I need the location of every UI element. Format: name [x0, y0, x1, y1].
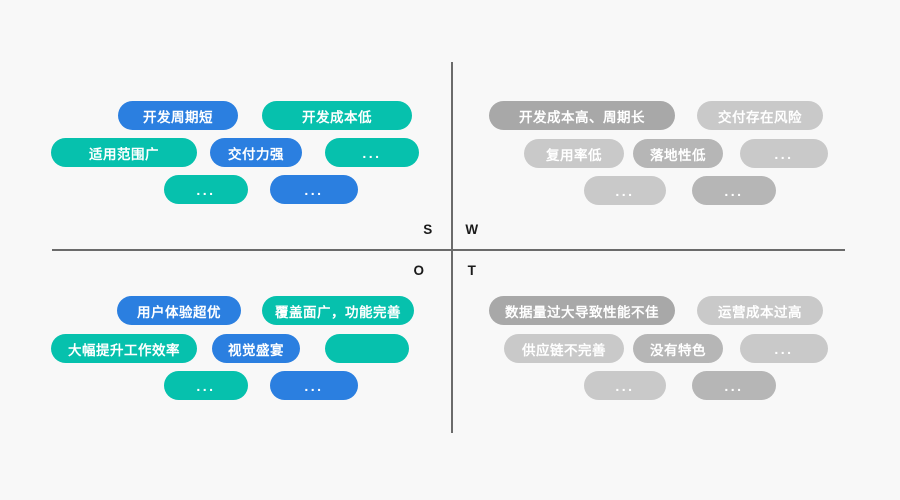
pill-weakness-7[interactable]: ... — [692, 176, 776, 205]
pill-weakness-5[interactable]: ... — [740, 139, 828, 168]
quadrant-letter-s: S — [423, 222, 433, 237]
pill-threat-7[interactable]: ... — [692, 371, 776, 400]
pill-strength-2[interactable]: 开发成本低 — [262, 101, 412, 130]
pill-weakness-6[interactable]: ... — [584, 176, 666, 205]
pill-opportunity-7[interactable]: ... — [270, 371, 358, 400]
axis-vertical-line — [451, 62, 453, 433]
pill-opportunity-2[interactable]: 覆盖面广，功能完善 — [262, 296, 414, 325]
pill-strength-5[interactable]: ... — [325, 138, 419, 167]
pill-opportunity-1[interactable]: 用户体验超优 — [117, 296, 241, 325]
pill-strength-7[interactable]: ... — [270, 175, 358, 204]
pill-opportunity-3[interactable]: 大幅提升工作效率 — [51, 334, 197, 363]
quadrant-letter-o: O — [413, 263, 425, 278]
pill-strength-1[interactable]: 开发周期短 — [118, 101, 238, 130]
quadrant-letter-w: W — [465, 222, 479, 237]
pill-strength-4[interactable]: 交付力强 — [210, 138, 302, 167]
axis-horizontal-line — [52, 249, 845, 251]
pill-threat-1[interactable]: 数据量过大导致性能不佳 — [489, 296, 675, 325]
pill-weakness-3[interactable]: 复用率低 — [524, 139, 624, 168]
pill-threat-6[interactable]: ... — [584, 371, 666, 400]
pill-threat-2[interactable]: 运营成本过高 — [697, 296, 823, 325]
pill-threat-4[interactable]: 没有特色 — [633, 334, 723, 363]
pill-strength-6[interactable]: ... — [164, 175, 248, 204]
pill-opportunity-6[interactable]: ... — [164, 371, 248, 400]
pill-weakness-4[interactable]: 落地性低 — [633, 139, 723, 168]
pill-weakness-2[interactable]: 交付存在风险 — [697, 101, 823, 130]
pill-opportunity-5[interactable] — [325, 334, 409, 363]
pill-threat-3[interactable]: 供应链不完善 — [504, 334, 624, 363]
pill-weakness-1[interactable]: 开发成本高、周期长 — [489, 101, 675, 130]
pill-threat-5[interactable]: ... — [740, 334, 828, 363]
pill-opportunity-4[interactable]: 视觉盛宴 — [212, 334, 300, 363]
quadrant-letter-t: T — [467, 263, 477, 278]
pill-strength-3[interactable]: 适用范围广 — [51, 138, 197, 167]
